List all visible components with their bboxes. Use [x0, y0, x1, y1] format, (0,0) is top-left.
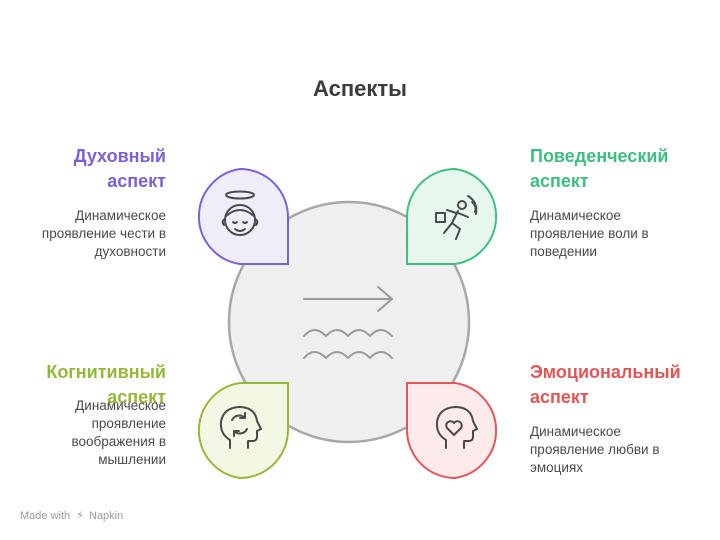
- diagram-title: Аспекты: [313, 76, 407, 101]
- spiritual-aspect-description: Динамическое проявление чести в духовнос…: [41, 208, 166, 259]
- napkin-logo-icon: ⚡︎: [76, 510, 84, 522]
- emotional-aspect-title: Эмоциональный аспект: [530, 362, 681, 407]
- emotional-aspect-description: Динамическое проявление любви в эмоциях: [530, 424, 660, 475]
- behavioral-node: [406, 167, 498, 265]
- behavioral-aspect-description: Динамическое проявление воли в поведении: [530, 208, 649, 259]
- cognitive-aspect-description: Динамическое проявление воображения в мы…: [71, 398, 166, 467]
- napkin-watermark[interactable]: Made with ⚡︎ Napkin: [20, 509, 123, 522]
- behavioral-aspect-title: Поведенческий аспект: [530, 146, 669, 191]
- cognitive-node: [197, 382, 289, 480]
- head-cycle-icon: [219, 406, 262, 449]
- spiritual-node: [197, 167, 289, 265]
- watermark-brand: Napkin: [89, 510, 124, 522]
- cognitive-aspect-title: Когнитивный аспект: [46, 362, 166, 407]
- halo-face-icon: [221, 190, 259, 236]
- watermark-prefix: Made with: [20, 510, 71, 522]
- emotional-node: [406, 382, 498, 480]
- arrow-waves-icon: [303, 286, 393, 359]
- spiritual-aspect-title: Духовный аспект: [73, 146, 166, 191]
- head-heart-icon: [435, 406, 478, 449]
- running-person-icon: [435, 195, 478, 240]
